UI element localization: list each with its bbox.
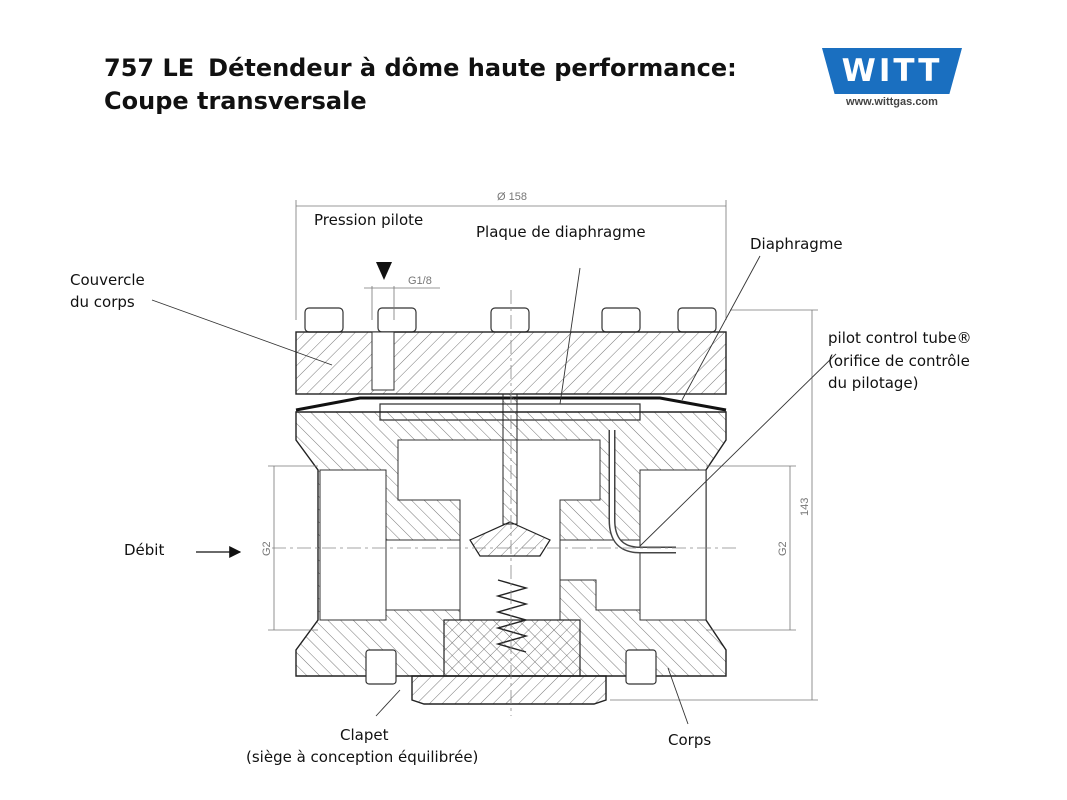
label-cover-1: Couvercle: [70, 271, 145, 289]
valve-stem: [502, 393, 518, 525]
label-pressure-pilot: Pression pilote: [314, 211, 423, 229]
height-label: 143: [799, 498, 811, 516]
witt-logo: WITT www.wittgas.com: [822, 48, 962, 110]
label-diaphragm-plate: Plaque de diaphragme: [476, 223, 646, 241]
outlet-channel: [559, 539, 641, 611]
label-pilot-tube-2: (orifice de contrôle: [828, 352, 970, 370]
logo-badge: WITT: [822, 48, 962, 94]
label-valve-2: (siège à conception équilibrée): [246, 748, 478, 766]
label-body: Corps: [668, 731, 711, 749]
flow-channel: [385, 539, 471, 611]
cover-bolts: [304, 307, 717, 333]
valve-seat: [411, 675, 607, 705]
title-line-1: 757 LE Détendeur à dôme haute performance…: [104, 52, 737, 85]
diameter-label: Ø 158: [497, 191, 527, 203]
bottom-bolts: [365, 649, 657, 685]
label-valve-1: Clapet: [340, 726, 389, 744]
logo-url: www.wittgas.com: [846, 96, 938, 108]
label-cover-2: du corps: [70, 293, 135, 311]
label-flow: Débit: [124, 541, 164, 559]
model-code: 757 LE: [104, 54, 195, 82]
inlet-thread-label: G2: [261, 541, 273, 556]
title-text: Détendeur à dôme haute performance:: [208, 54, 737, 82]
pilot-thread-label: G1/8: [408, 275, 432, 287]
label-diaphragm: Diaphragme: [750, 235, 843, 253]
pilot-pressure-arrow: [376, 262, 392, 280]
outlet-bore: [639, 469, 707, 621]
page-title: 757 LE Détendeur à dôme haute performance…: [104, 52, 737, 118]
label-pilot-tube-1: pilot control tube®: [828, 329, 972, 347]
inlet-bore: [319, 469, 387, 621]
label-pilot-tube-3: du pilotage): [828, 374, 919, 392]
title-line-2: Coupe transversale: [104, 87, 367, 115]
pilot-port: [371, 331, 395, 391]
seat-insert: [443, 619, 581, 677]
dimension-diameter: [295, 200, 727, 320]
outlet-thread-label: G2: [777, 541, 789, 556]
valve-piston: [469, 521, 551, 557]
